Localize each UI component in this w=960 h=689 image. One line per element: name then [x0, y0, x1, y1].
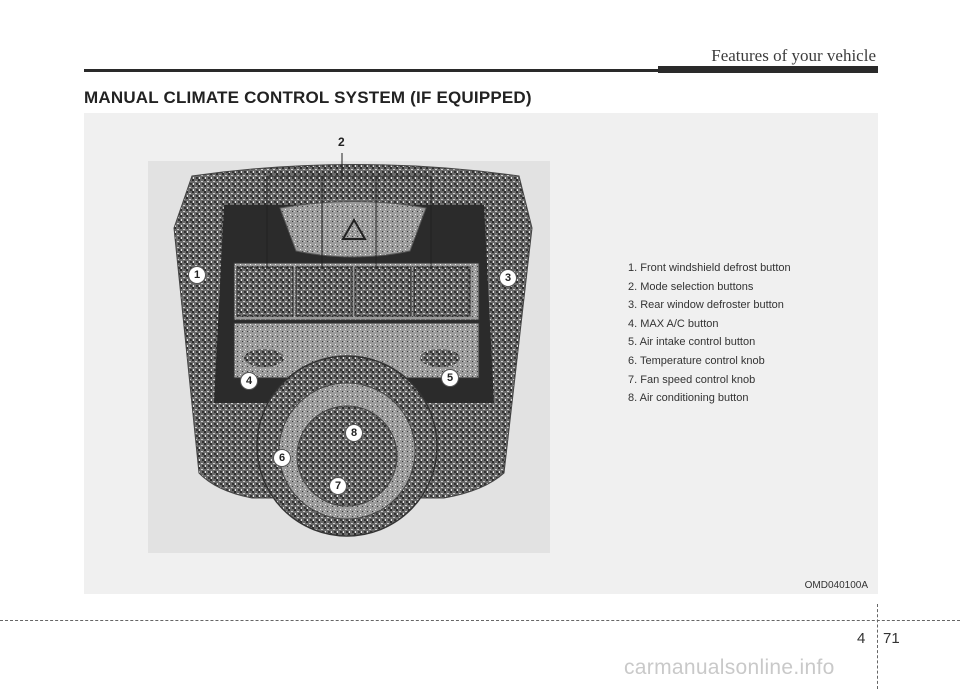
climate-panel-illustration	[148, 153, 550, 553]
callout-4: 4	[240, 372, 258, 390]
header-rule-accent	[658, 66, 878, 73]
page-number: 71	[883, 630, 900, 647]
footer-vertical-rule	[877, 604, 878, 689]
mode-button-1	[236, 266, 294, 317]
running-title: Features of your vehicle	[711, 46, 876, 65]
callout-2: 2	[338, 135, 345, 149]
climate-control-figure: 2 1 3 4 5 8 6 7 1. Front windshield defr…	[84, 113, 878, 594]
legend-item-4: 4. MAX A/C button	[628, 317, 719, 330]
callout-5: 5	[441, 369, 459, 387]
legend-item-7: 7. Fan speed control knob	[628, 373, 756, 386]
legend-item-2: 2. Mode selection buttons	[628, 280, 754, 293]
legend-item-8: 8. Air conditioning button	[628, 392, 749, 405]
hazard-housing	[279, 201, 427, 258]
legend-item-1: 1. Front windshield defrost button	[628, 262, 791, 274]
legend-item-5: 5. Air intake control button	[628, 336, 756, 349]
mode-button-2	[295, 266, 353, 317]
mode-button-3	[354, 266, 412, 317]
legend-item-3: 3. Rear window defroster button	[628, 299, 784, 312]
mode-button-4	[413, 266, 471, 317]
control-knob-inner	[296, 405, 398, 507]
section-title: MANUAL CLIMATE CONTROL SYSTEM (IF EQUIPP…	[84, 88, 532, 107]
footer-dashed-rule	[0, 620, 960, 621]
callout-1: 1	[188, 266, 206, 284]
callout-8: 8	[345, 424, 363, 442]
callout-6: 6	[273, 449, 291, 467]
legend-item-6: 6. Temperature control knob	[628, 354, 765, 367]
air-intake-button	[420, 349, 460, 367]
chapter-number: 4	[857, 630, 866, 647]
watermark: carmanualsonline.info	[624, 656, 835, 679]
max-ac-button	[244, 349, 284, 367]
header-rule	[84, 69, 878, 72]
callout-3: 3	[499, 269, 517, 287]
legend-list: 1. Front windshield defrost button 2. Mo…	[628, 259, 791, 408]
figure-code: OMD040100A	[804, 580, 868, 591]
callout-7: 7	[329, 477, 347, 495]
hazard-icon	[341, 218, 367, 240]
